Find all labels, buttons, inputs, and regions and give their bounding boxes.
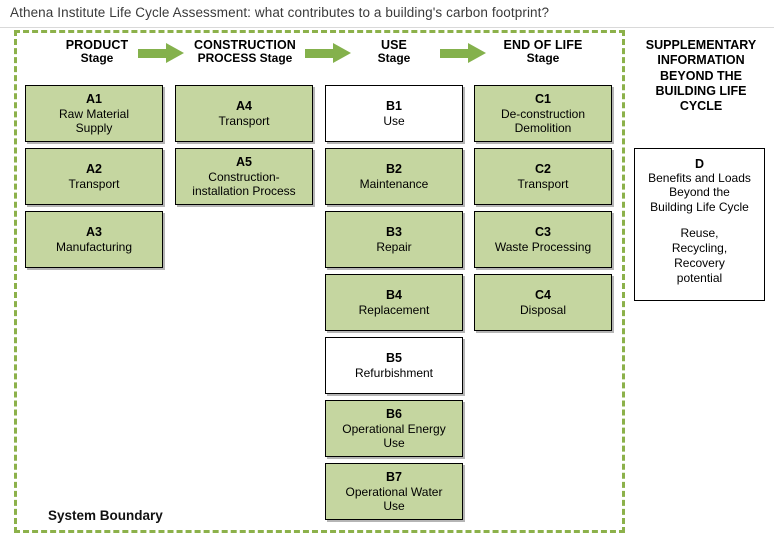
process-box-b2[interactable]: B2 Maintenance bbox=[325, 148, 463, 205]
supplementary-heading: SUPPLEMENTARY INFORMATION BEYOND THE BUI… bbox=[645, 38, 757, 113]
stage-header-end-of-life: END OF LIFE Stage bbox=[473, 38, 613, 65]
process-box-c1-desc: De-construction Demolition bbox=[500, 106, 586, 135]
process-box-c4-desc: Disposal bbox=[519, 302, 567, 317]
process-box-b6-code: B6 bbox=[386, 406, 402, 421]
system-boundary bbox=[14, 30, 625, 533]
process-box-a5-desc: Construction- installation Process bbox=[192, 169, 296, 198]
process-box-a5-code: A5 bbox=[236, 154, 252, 169]
process-box-b5-code: B5 bbox=[386, 351, 402, 366]
process-box-b6-desc: Operational Energy Use bbox=[342, 421, 446, 450]
process-box-a4-code: A4 bbox=[236, 99, 252, 114]
stage-header-use-line2: Stage bbox=[377, 51, 411, 65]
process-box-a3[interactable]: A3 Manufacturing bbox=[25, 211, 163, 268]
stage-header-product: PRODUCT Stage bbox=[24, 38, 170, 65]
stage-header-product-line2: Stage bbox=[80, 51, 114, 65]
stage-header-construction-process: CONSTRUCTION PROCESS Stage bbox=[174, 38, 316, 65]
process-box-b4[interactable]: B4 Replacement bbox=[325, 274, 463, 331]
process-box-b7[interactable]: B7 Operational Water Use bbox=[325, 463, 463, 520]
stage-header-construction-process-line1: CONSTRUCTION bbox=[194, 38, 296, 52]
title-divider bbox=[0, 27, 774, 28]
process-box-b7-code: B7 bbox=[386, 469, 402, 484]
process-box-b2-desc: Maintenance bbox=[359, 176, 429, 191]
process-box-c3[interactable]: C3 Waste Processing bbox=[474, 211, 612, 268]
process-box-c2[interactable]: C2 Transport bbox=[474, 148, 612, 205]
process-box-b1-code: B1 bbox=[386, 99, 402, 114]
arrow-product-to-construction-icon bbox=[138, 43, 184, 63]
stage-header-use: USE Stage bbox=[325, 38, 463, 65]
process-box-c2-code: C2 bbox=[535, 162, 551, 177]
process-box-b4-code: B4 bbox=[386, 288, 402, 303]
process-box-b7-desc: Operational Water Use bbox=[345, 484, 443, 513]
process-box-b3-code: B3 bbox=[386, 225, 402, 240]
stage-header-product-line1: PRODUCT bbox=[65, 38, 129, 52]
page-title: Athena Institute Life Cycle Assessment: … bbox=[10, 5, 550, 20]
process-box-a3-desc: Manufacturing bbox=[55, 239, 133, 254]
process-box-d-desc: Benefits and Loads Beyond the Building L… bbox=[648, 171, 751, 214]
process-box-a1-desc: Raw Material Supply bbox=[58, 106, 130, 135]
process-box-a1[interactable]: A1 Raw Material Supply bbox=[25, 85, 163, 142]
stage-header-end-of-life-line2: Stage bbox=[526, 51, 560, 65]
stage-header-construction-process-line2: PROCESS Stage bbox=[197, 51, 293, 65]
process-box-a2-code: A2 bbox=[86, 162, 102, 177]
process-box-a1-code: A1 bbox=[86, 91, 102, 106]
process-box-b5[interactable]: B5 Refurbishment bbox=[325, 337, 463, 394]
process-box-b3[interactable]: B3 Repair bbox=[325, 211, 463, 268]
process-box-b4-desc: Replacement bbox=[358, 302, 430, 317]
process-box-a4-desc: Transport bbox=[218, 113, 270, 128]
process-box-a2-desc: Transport bbox=[68, 176, 120, 191]
process-box-c2-desc: Transport bbox=[517, 176, 569, 191]
stage-header-use-line1: USE bbox=[380, 38, 407, 52]
arrow-use-to-end-of-life-icon bbox=[440, 43, 486, 63]
process-box-a3-code: A3 bbox=[86, 225, 102, 240]
arrow-head bbox=[468, 43, 486, 63]
process-box-d-desc2: Reuse, Recycling, Recovery potential bbox=[671, 226, 728, 286]
process-box-b1-desc: Use bbox=[383, 113, 405, 128]
system-boundary-label: System Boundary bbox=[48, 508, 163, 523]
arrow-head bbox=[333, 43, 351, 63]
stage-header-end-of-life-line1: END OF LIFE bbox=[503, 38, 583, 52]
process-box-c4-code: C4 bbox=[535, 288, 551, 303]
process-box-d[interactable]: D Benefits and Loads Beyond the Building… bbox=[634, 148, 765, 301]
process-box-a2[interactable]: A2 Transport bbox=[25, 148, 163, 205]
process-box-a4[interactable]: A4 Transport bbox=[175, 85, 313, 142]
process-box-b5-desc: Refurbishment bbox=[354, 365, 434, 380]
process-box-b2-code: B2 bbox=[386, 162, 402, 177]
process-box-c3-code: C3 bbox=[535, 225, 551, 240]
process-box-d-code: D bbox=[694, 157, 705, 171]
arrow-head bbox=[166, 43, 184, 63]
process-box-c4[interactable]: C4 Disposal bbox=[474, 274, 612, 331]
arrow-construction-to-use-icon bbox=[305, 43, 351, 63]
process-box-c1-code: C1 bbox=[535, 91, 551, 106]
process-box-c3-desc: Waste Processing bbox=[494, 239, 592, 254]
arrow-shaft bbox=[138, 49, 168, 58]
arrow-shaft bbox=[305, 49, 335, 58]
process-box-b3-desc: Repair bbox=[376, 239, 412, 254]
process-box-a5[interactable]: A5 Construction- installation Process bbox=[175, 148, 313, 205]
arrow-shaft bbox=[440, 49, 470, 58]
process-box-c1[interactable]: C1 De-construction Demolition bbox=[474, 85, 612, 142]
process-box-b6[interactable]: B6 Operational Energy Use bbox=[325, 400, 463, 457]
process-box-b1[interactable]: B1 Use bbox=[325, 85, 463, 142]
